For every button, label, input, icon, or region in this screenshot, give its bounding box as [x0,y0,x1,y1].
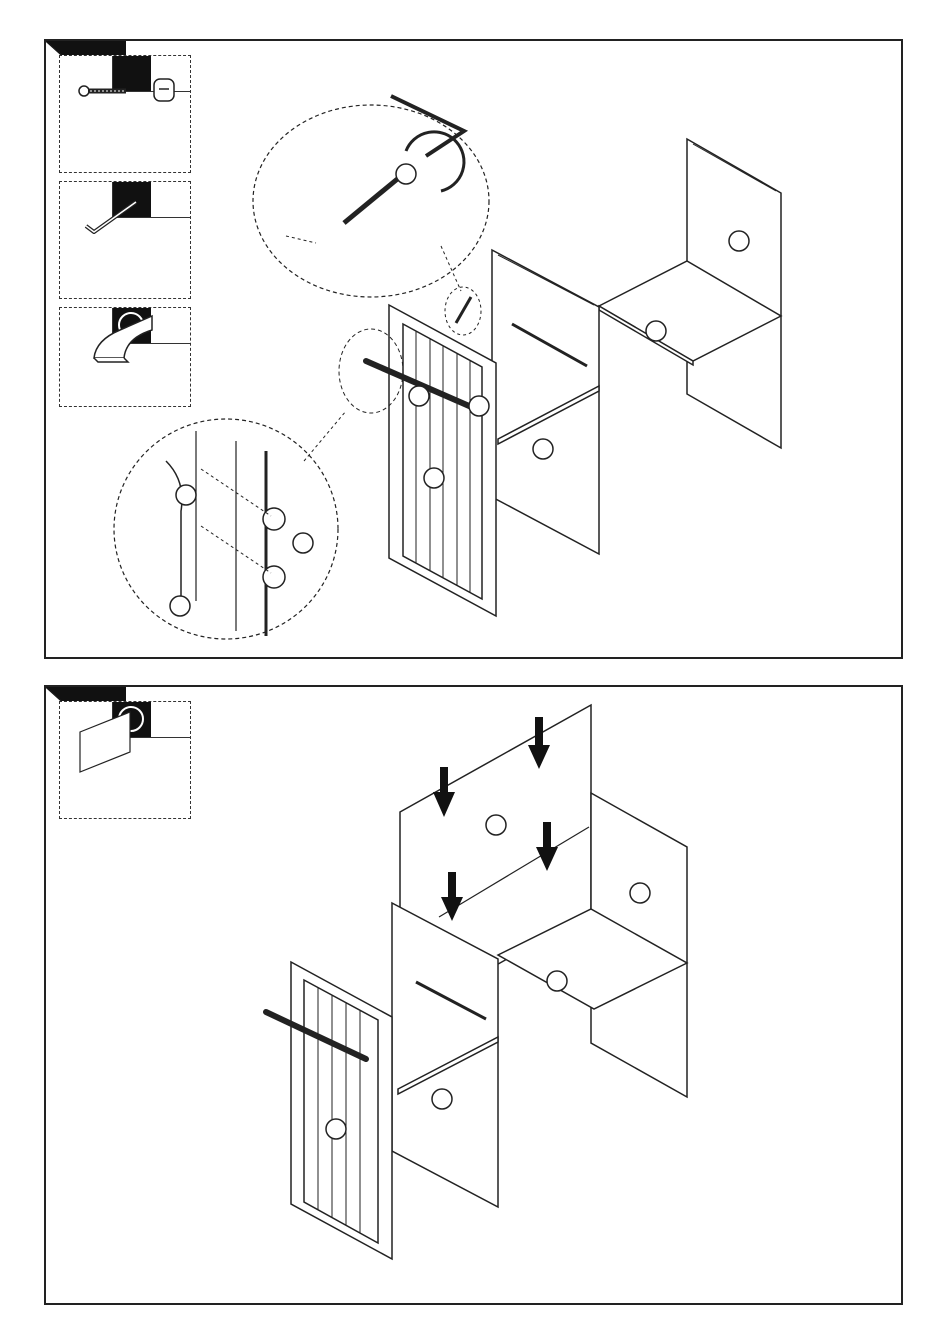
middle-side-panel [492,250,599,554]
parts-box-allen-key [59,181,191,299]
callout-circle [646,321,666,341]
detail-allen-key [391,96,464,156]
cam-nut-icon [154,79,174,101]
callout-circle [409,386,429,406]
detail-bolt [344,176,401,223]
cam-lock [263,508,285,530]
callout-circle [547,971,567,991]
parts-art-bolts [60,56,192,136]
step-panel-2 [44,685,903,1305]
callout-circle [486,815,506,835]
step-panel-1 [44,39,903,659]
callout-circle [424,468,444,488]
callout-circle [533,439,553,459]
callout-circle [630,883,650,903]
rotate-arrow [406,132,464,191]
front-door-panel [266,962,392,1259]
parts-box-handle-brackets [59,307,191,407]
handle-bracket-icon [60,308,192,372]
callout-circle [729,231,749,251]
bolt-detail-callout [253,96,489,335]
callout-circle [326,1119,346,1139]
allen-key-icon [60,182,192,262]
callout-circle [469,396,489,416]
bolt-icon [79,86,126,96]
callout-circle [432,1089,452,1109]
parts-box-back-panel [59,701,191,819]
parts-box-bolts [59,55,191,173]
back-panel-icon [60,702,192,782]
front-door-panel [366,305,496,616]
